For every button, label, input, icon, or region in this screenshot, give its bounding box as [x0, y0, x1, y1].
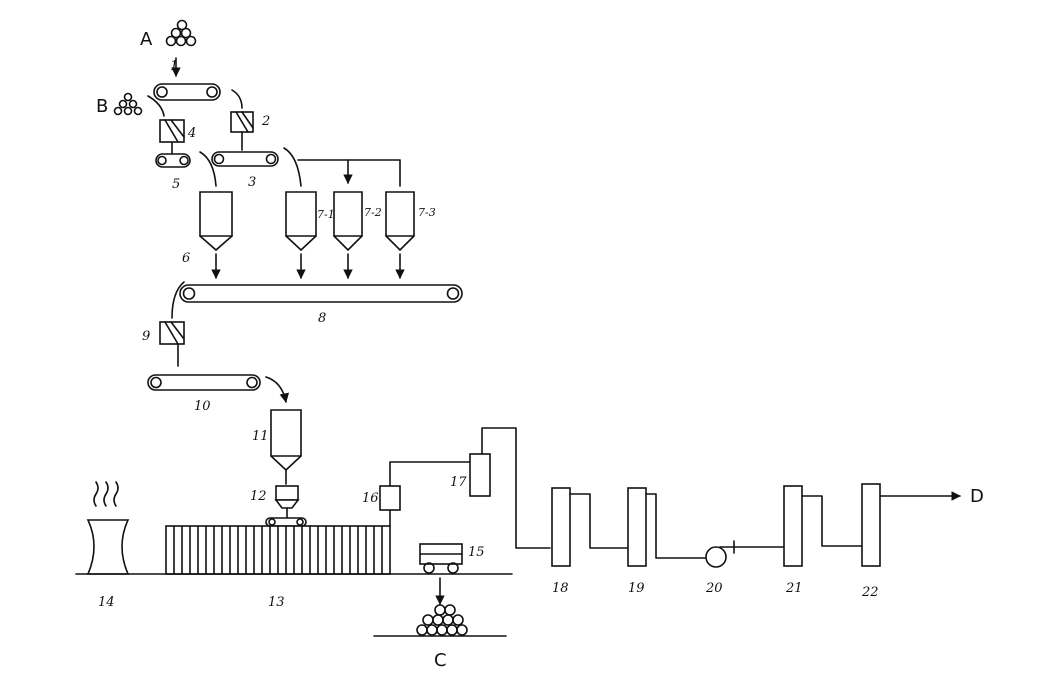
conveyor-10 — [147, 374, 261, 391]
silo-7-2 — [333, 191, 363, 252]
label-12: 12 — [250, 489, 267, 504]
label-5: 5 — [172, 177, 180, 192]
material-a-pellets-icon — [165, 19, 197, 47]
crusher-2 — [230, 111, 254, 133]
separator-17 — [469, 427, 551, 549]
chute-10-to-11 — [265, 376, 290, 403]
label-14: 14 — [98, 595, 115, 610]
unit-22 — [861, 483, 881, 567]
label-17: 17 — [450, 475, 467, 490]
crusher-9 — [159, 321, 185, 345]
label-11: 11 — [252, 429, 269, 444]
label-9: 9 — [142, 329, 150, 344]
label-6: 6 — [182, 251, 190, 266]
label-2: 2 — [261, 114, 270, 129]
silo-7-3 — [385, 191, 415, 252]
material-b-pellets-icon — [113, 92, 143, 116]
label-4: 4 — [187, 126, 196, 141]
conveyor-1 — [153, 83, 221, 101]
label-15: 15 — [468, 545, 485, 560]
conveyor-8 — [179, 284, 463, 303]
label-7-1: 7-1 — [317, 208, 335, 221]
pump-20 — [705, 540, 785, 568]
label-13: 13 — [268, 595, 285, 610]
unit-21 — [783, 485, 863, 567]
distribution-line-7 — [297, 159, 401, 187]
label-18: 18 — [552, 581, 569, 596]
conveyor-3 — [211, 151, 279, 167]
crusher-4 — [159, 119, 185, 143]
collector-16 — [379, 461, 471, 527]
quench-car-15 — [419, 543, 463, 574]
unit-18 — [551, 487, 629, 567]
label-8: 8 — [318, 311, 326, 326]
silo-7-1 — [285, 191, 317, 252]
label-19: 19 — [628, 581, 645, 596]
product-c-pile-icon — [416, 604, 468, 636]
cooling-tower-14 — [86, 481, 130, 575]
silo-11 — [270, 409, 302, 472]
material-a-label: A — [140, 29, 153, 50]
chute-1-to-2 — [231, 89, 243, 109]
label-16: 16 — [362, 491, 379, 506]
output-d-label: D — [970, 486, 984, 507]
label-7-2: 7-2 — [364, 206, 382, 219]
label-21: 21 — [785, 581, 803, 596]
label-1: 1 — [170, 59, 178, 74]
unit-19 — [627, 487, 707, 567]
silo-6 — [199, 191, 233, 252]
chute-b-to-4 — [147, 95, 165, 117]
label-20: 20 — [705, 581, 723, 596]
chute-3-to-7-1 — [283, 147, 302, 187]
conveyor-5 — [155, 153, 191, 168]
feeder-12 — [265, 485, 307, 527]
material-b-label: B — [96, 96, 108, 117]
chute-5-to-6 — [199, 151, 217, 187]
coke-oven-battery-13 — [165, 525, 391, 575]
label-22: 22 — [861, 585, 879, 600]
label-3: 3 — [248, 175, 256, 190]
product-c-label: C — [434, 650, 447, 671]
chute-8-to-9 — [171, 281, 185, 319]
label-7-3: 7-3 — [418, 206, 436, 219]
label-10: 10 — [194, 399, 211, 414]
